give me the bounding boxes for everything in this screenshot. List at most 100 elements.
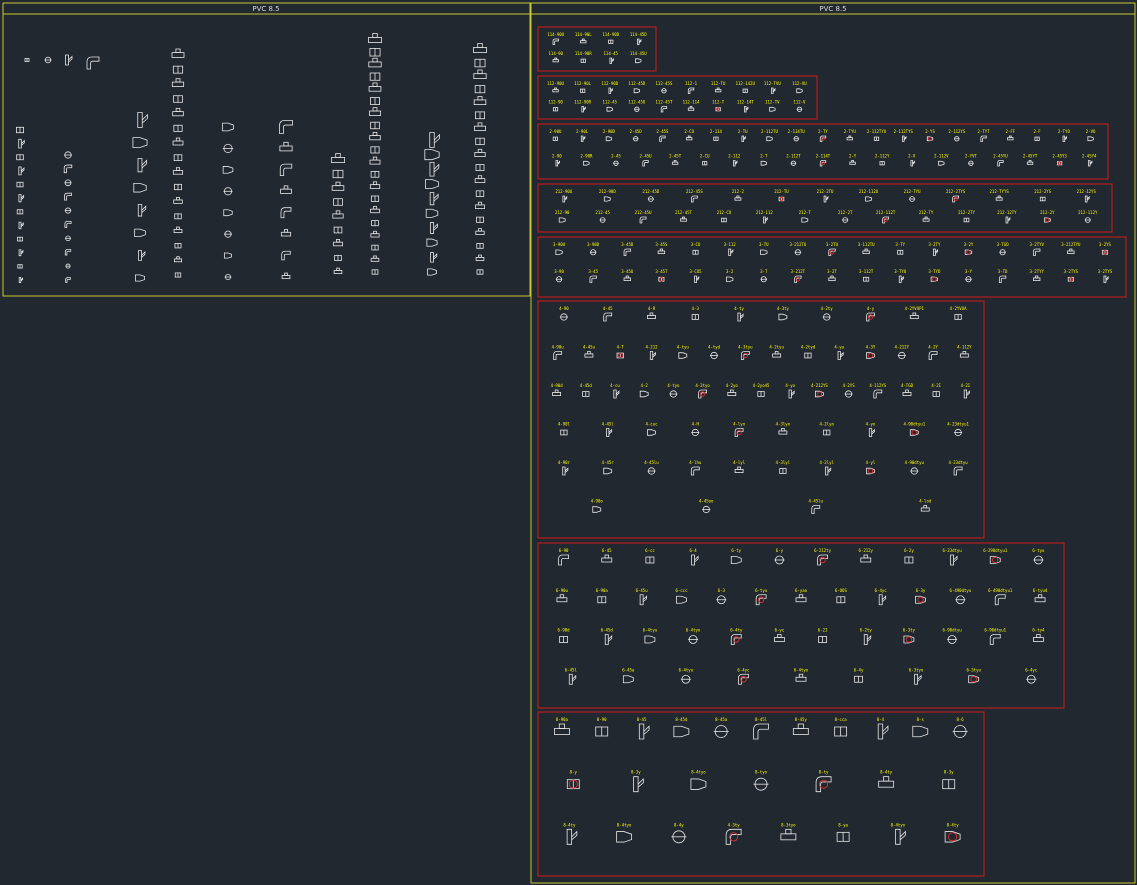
- fitting-label: 112-45U: [628, 100, 645, 105]
- fitting-symbol-6-1-4: [678, 352, 688, 359]
- fitting-symbol-7-1-12: [1034, 594, 1046, 603]
- fitting-symbol-7-0-8: [904, 556, 914, 564]
- fitting-symbol-6-5-2: [811, 505, 821, 514]
- left-fitting-symbol-c2-7: [135, 274, 145, 282]
- fitting-symbol-5-1-3: [658, 276, 665, 282]
- fitting-symbol-8-2-7: [944, 831, 961, 843]
- fitting-label: 6-4tyo: [686, 628, 701, 633]
- left-fitting-symbol-c1-6: [65, 235, 71, 242]
- fitting-symbol-8-2-2: [671, 830, 687, 844]
- fitting-label: 3-TY: [895, 242, 905, 247]
- left-fitting-symbol-c3-13: [174, 242, 182, 249]
- fitting-label: 4-2: [641, 383, 649, 388]
- fitting-label: 114-90U: [547, 32, 564, 37]
- fitting-label: 2-114T: [816, 154, 831, 159]
- fitting-label: 2-114TU: [788, 129, 805, 134]
- fitting-label: 6-90dtyu: [942, 628, 962, 633]
- fitting-symbol-7-2-2: [644, 635, 656, 644]
- fitting-label: 4-212YS: [811, 383, 828, 388]
- fitting-symbol-7-0-3: [691, 554, 699, 566]
- fitting-symbol-5-0-9: [862, 248, 870, 254]
- fitting-label: 4-3ty: [777, 306, 790, 311]
- fitting-symbol-4-1-3: [680, 216, 687, 222]
- fitting-symbol-4-0-1: [603, 196, 611, 202]
- left-fitting-symbol-c0-0: [16, 126, 24, 134]
- fitting-label: 3-CO5: [690, 269, 703, 274]
- left-fitting-symbol-c5-6: [281, 250, 291, 261]
- right-frame-title: PVC 8.5: [819, 5, 846, 13]
- fitting-label: 212-112Y: [1078, 210, 1098, 215]
- fitting-label: 112-T: [712, 100, 725, 105]
- fitting-label: 6-ty4: [1032, 628, 1045, 633]
- fitting-symbol-4-0-12: [1084, 195, 1090, 203]
- left-fitting-symbol-c9-2: [473, 69, 487, 79]
- fitting-symbol-1-0-1: [580, 38, 587, 44]
- fitting-symbol-6-5-0: [592, 506, 602, 513]
- fitting-symbol-7-0-9: [950, 554, 958, 566]
- left-fitting-symbol-c7-9: [370, 146, 380, 154]
- left-fitting-symbol-c7-18: [370, 255, 380, 262]
- left-fitting-symbol-c5-7: [281, 272, 291, 279]
- fitting-symbol-4-0-6: [823, 195, 829, 203]
- fitting-symbol-3-1-7: [760, 160, 767, 166]
- fitting-symbol-5-1-4: [694, 275, 700, 283]
- fitting-label: 112-45S: [656, 81, 673, 86]
- fitting-symbol-7-2-8: [903, 635, 915, 644]
- fitting-label: 4-2I: [931, 383, 941, 388]
- fitting-label: 6-90dtyu1: [984, 628, 1006, 633]
- left-fitting-symbol-c9-5: [475, 111, 485, 120]
- fitting-symbol-7-2-11: [1033, 634, 1044, 642]
- fitting-label: 4-212Y: [895, 345, 910, 350]
- left-fitting-symbol-c3-15: [174, 272, 182, 278]
- fitting-symbol-7-1-10: [955, 595, 966, 605]
- fitting-label: 212-T: [799, 210, 812, 215]
- fitting-label: 3-2: [726, 269, 734, 274]
- fitting-symbol-8-2-0: [566, 828, 578, 845]
- fitting-label: 8-tyo: [755, 770, 768, 775]
- fitting-symbol-7-0-11: [1033, 555, 1044, 565]
- fitting-label: 112-90U: [547, 81, 564, 86]
- fitting-symbol-3-0-10: [819, 135, 827, 142]
- fitting-label: 2-T: [760, 154, 768, 159]
- left-fitting-symbol-c7-3: [369, 72, 381, 81]
- fitting-symbol-6-0-0: [559, 313, 568, 321]
- fitting-label: 8-s: [917, 717, 925, 722]
- fitting-label: 8-4tyo: [691, 770, 706, 775]
- fitting-label: 4-lyl: [733, 460, 746, 465]
- fitting-label: 4-tyu: [677, 345, 690, 350]
- fitting-label: 212-2T: [838, 210, 853, 215]
- fitting-symbol-4-1-11: [1005, 216, 1011, 224]
- fitting-label: 6-tyo: [1032, 548, 1045, 553]
- fitting-symbol-7-1-7: [836, 596, 846, 604]
- right-frame: [530, 2, 1136, 884]
- fitting-symbol-5-0-7: [794, 249, 802, 256]
- fitting-symbol-6-4-0: [562, 466, 569, 476]
- fitting-symbol-2-1-1: [581, 106, 586, 113]
- left-fitting-symbol-c9-6: [474, 122, 486, 131]
- fitting-symbol-7-1-1: [597, 596, 607, 604]
- fitting-label: 8-3y: [631, 770, 641, 775]
- fitting-label: 212-12YS: [1077, 189, 1097, 194]
- fitting-symbol-6-1-2: [616, 352, 624, 359]
- fitting-label: 3-45: [588, 269, 598, 274]
- left-fitting-symbol-c4-7: [224, 273, 232, 281]
- fitting-symbol-6-2-11: [873, 389, 883, 399]
- left-fitting-symbol-c3-6: [172, 137, 184, 146]
- fitting-label: 2-TYT: [978, 129, 991, 134]
- fitting-symbol-7-3-6: [914, 673, 922, 685]
- fitting-label: 4-2YVUA: [950, 306, 967, 311]
- left-fitting-symbol-c0-1: [18, 138, 25, 149]
- fitting-symbol-7-1-4: [716, 595, 727, 605]
- left-fitting-columns: [16, 33, 487, 284]
- fitting-symbol-6-3-4: [734, 428, 744, 437]
- fitting-label: 212-TYU: [904, 189, 921, 194]
- left-fitting-symbol-c9-14: [475, 228, 485, 235]
- fitting-symbol-4-1-12: [1043, 217, 1051, 223]
- fitting-symbol-6-5-3: [920, 505, 930, 512]
- fitting-label: 4-2lyl: [819, 460, 834, 465]
- fitting-label: 2-45D: [630, 129, 643, 134]
- fitting-symbol-8-0-6: [792, 723, 809, 735]
